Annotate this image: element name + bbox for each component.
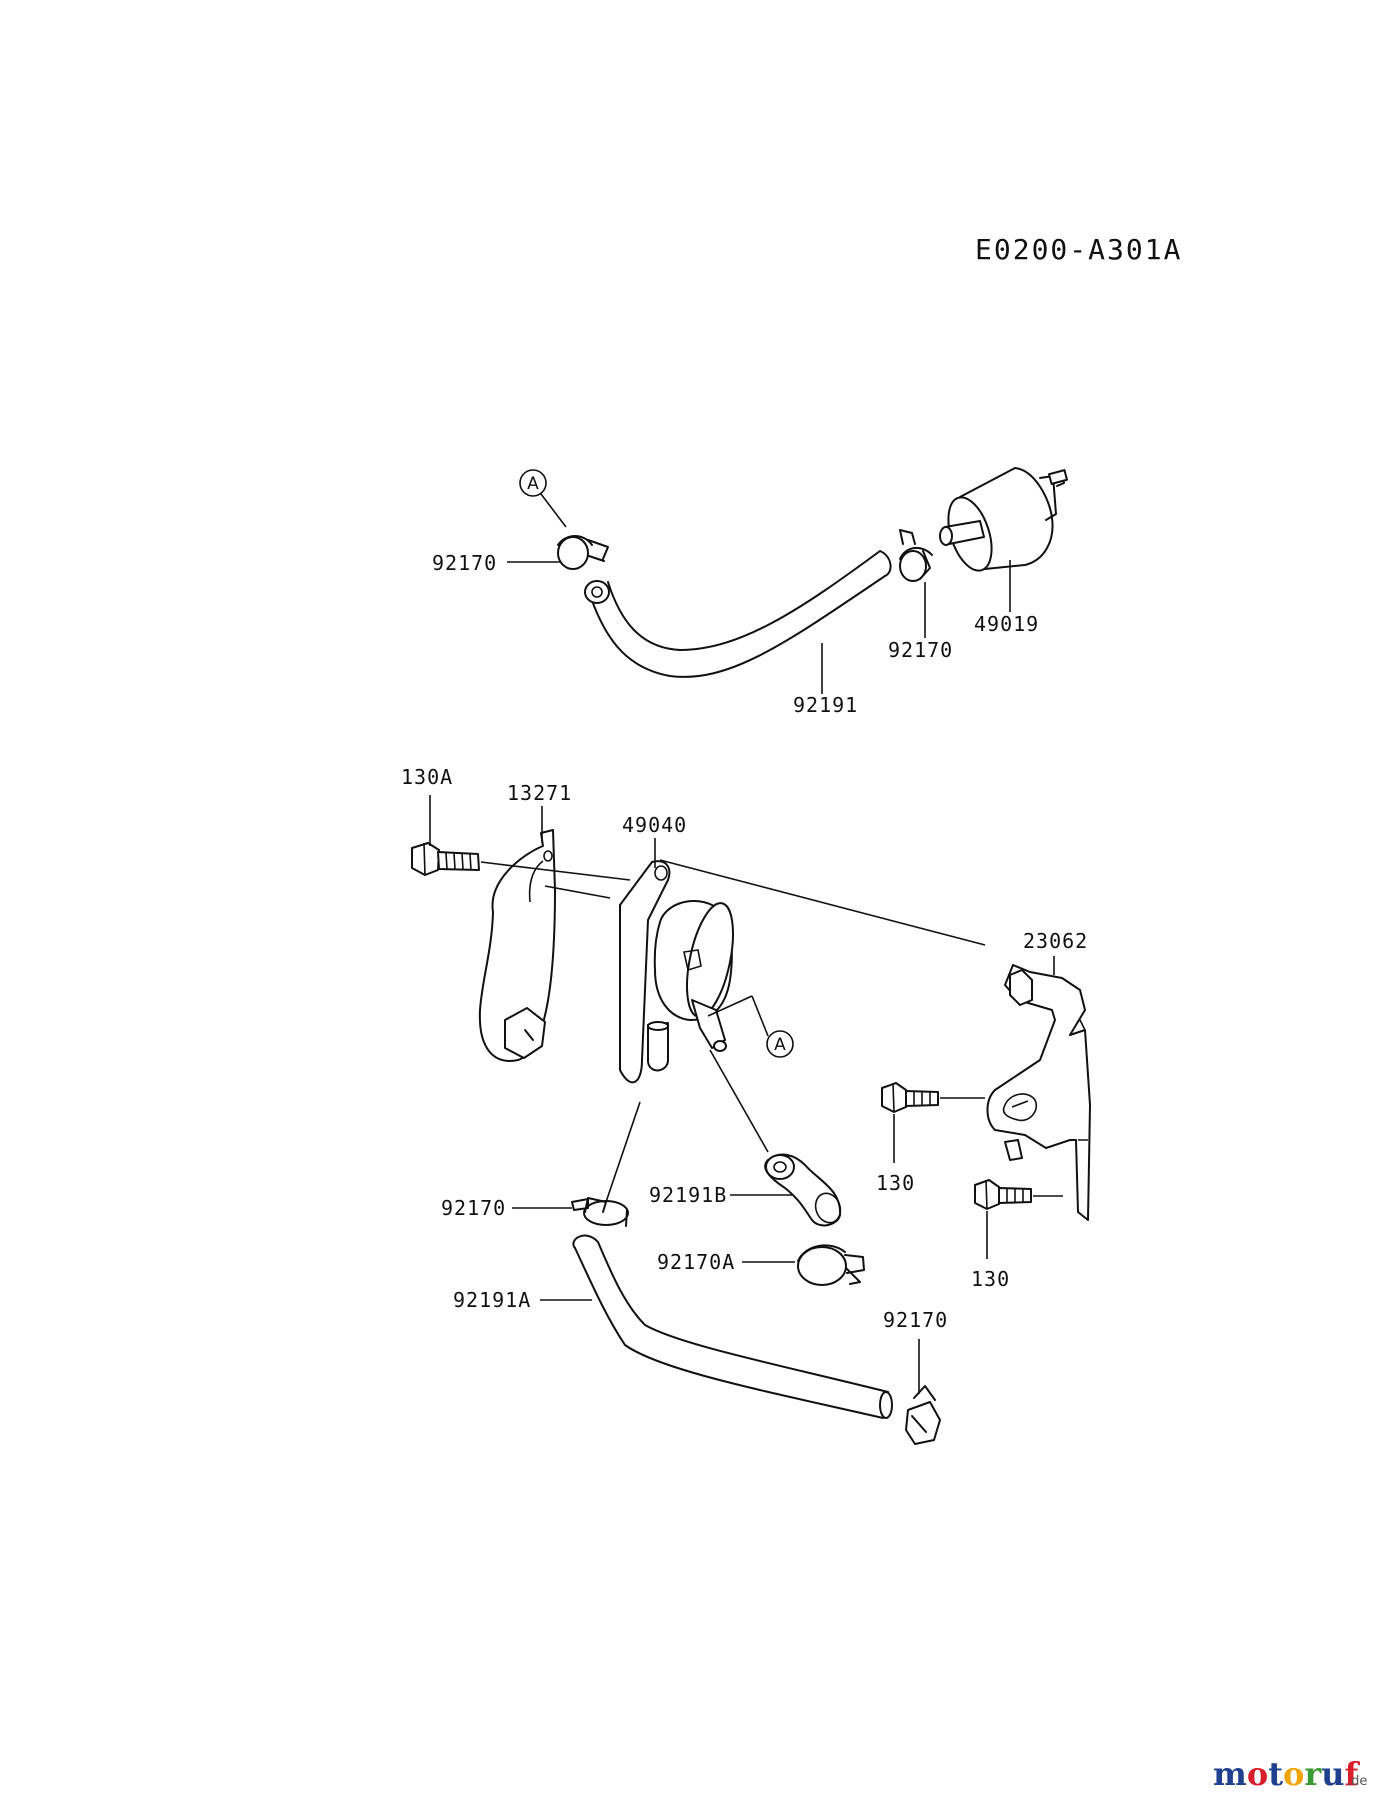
- bolt-130-lower-drawing: [974, 1179, 1032, 1210]
- label-hose-92191: 92191: [793, 693, 858, 717]
- gasket-13271-drawing: [478, 829, 556, 1062]
- motoruf-watermark-logo: motoruf .de: [1213, 1755, 1367, 1793]
- label-clamp-92170-pump-outlet: 92170: [441, 1196, 506, 1220]
- callout-a-pump: A: [707, 995, 794, 1058]
- hose-92191-drawing: [584, 550, 892, 678]
- label-fuel-pump-49040: 49040: [622, 813, 687, 837]
- label-bracket-23062: 23062: [1023, 929, 1088, 953]
- bolt-130-upper-drawing: [881, 1082, 939, 1113]
- label-bolt-130-upper: 130: [876, 1171, 915, 1195]
- svg-text:motoruf: motoruf: [1213, 1755, 1360, 1793]
- label-hose-92191b: 92191B: [649, 1183, 727, 1207]
- label-clamp-92170-top-left: 92170: [432, 551, 497, 575]
- fuel-filter-49019-drawing: [939, 467, 1069, 572]
- bracket-23062-drawing: [986, 964, 1091, 1221]
- clamp-92170-pump-outlet-drawing: [571, 1197, 629, 1227]
- label-gasket-13271: 13271: [507, 781, 572, 805]
- hose-92191a-drawing: [572, 1234, 893, 1419]
- svg-text:.de: .de: [1347, 1774, 1367, 1789]
- callout-a-top: A: [519, 469, 567, 528]
- label-hose-92191a: 92191A: [453, 1288, 531, 1312]
- clamp-92170a-drawing: [797, 1244, 865, 1286]
- bolt-130a-drawing: [411, 842, 480, 876]
- svg-text:A: A: [774, 1035, 786, 1055]
- clamp-92170-top-right-drawing: [899, 529, 933, 582]
- label-clamp-92170-top-right: 92170: [888, 638, 953, 662]
- hose-92191b-drawing: [764, 1153, 842, 1227]
- svg-text:A: A: [527, 474, 539, 494]
- label-clamp-92170a: 92170A: [657, 1250, 735, 1274]
- label-clamp-92170-lower-right: 92170: [883, 1308, 948, 1332]
- clamp-92170-lower-right-drawing: [905, 1385, 941, 1445]
- fuel-pump-49040-drawing: [619, 860, 734, 1084]
- label-bolt-130-lower: 130: [971, 1267, 1010, 1291]
- label-bolt-130a: 130A: [401, 765, 453, 789]
- label-fuel-filter-49019: 49019: [974, 612, 1039, 636]
- diagram-code: E0200-A301A: [975, 233, 1182, 266]
- clamp-92170-top-left-drawing: [557, 535, 609, 570]
